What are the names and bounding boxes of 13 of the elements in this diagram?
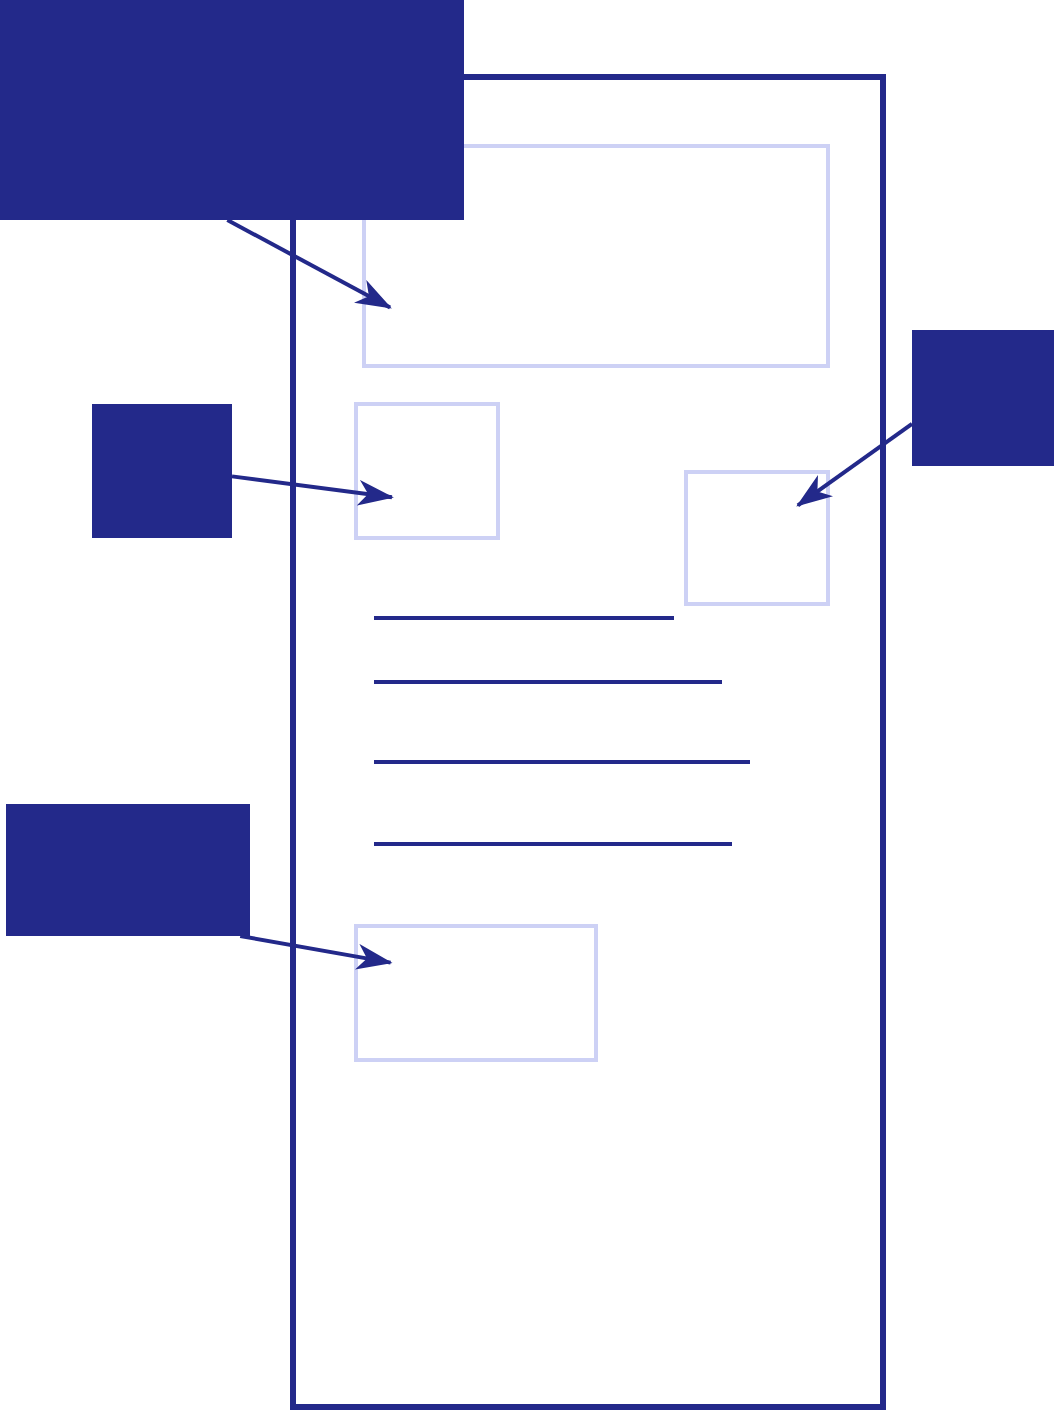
leader-arrow xyxy=(231,474,394,506)
leader-arrow xyxy=(796,422,914,507)
layout-region xyxy=(362,144,830,368)
callout-block xyxy=(0,0,464,220)
layout-region xyxy=(354,924,598,1062)
leader-arrow xyxy=(226,218,392,310)
layout-region xyxy=(684,470,830,606)
callout-block xyxy=(92,404,232,538)
callout-block xyxy=(912,330,1054,466)
layout-region xyxy=(354,402,500,540)
page-frame xyxy=(290,74,886,1410)
leader-arrow xyxy=(239,934,393,970)
callout-block xyxy=(6,804,250,936)
